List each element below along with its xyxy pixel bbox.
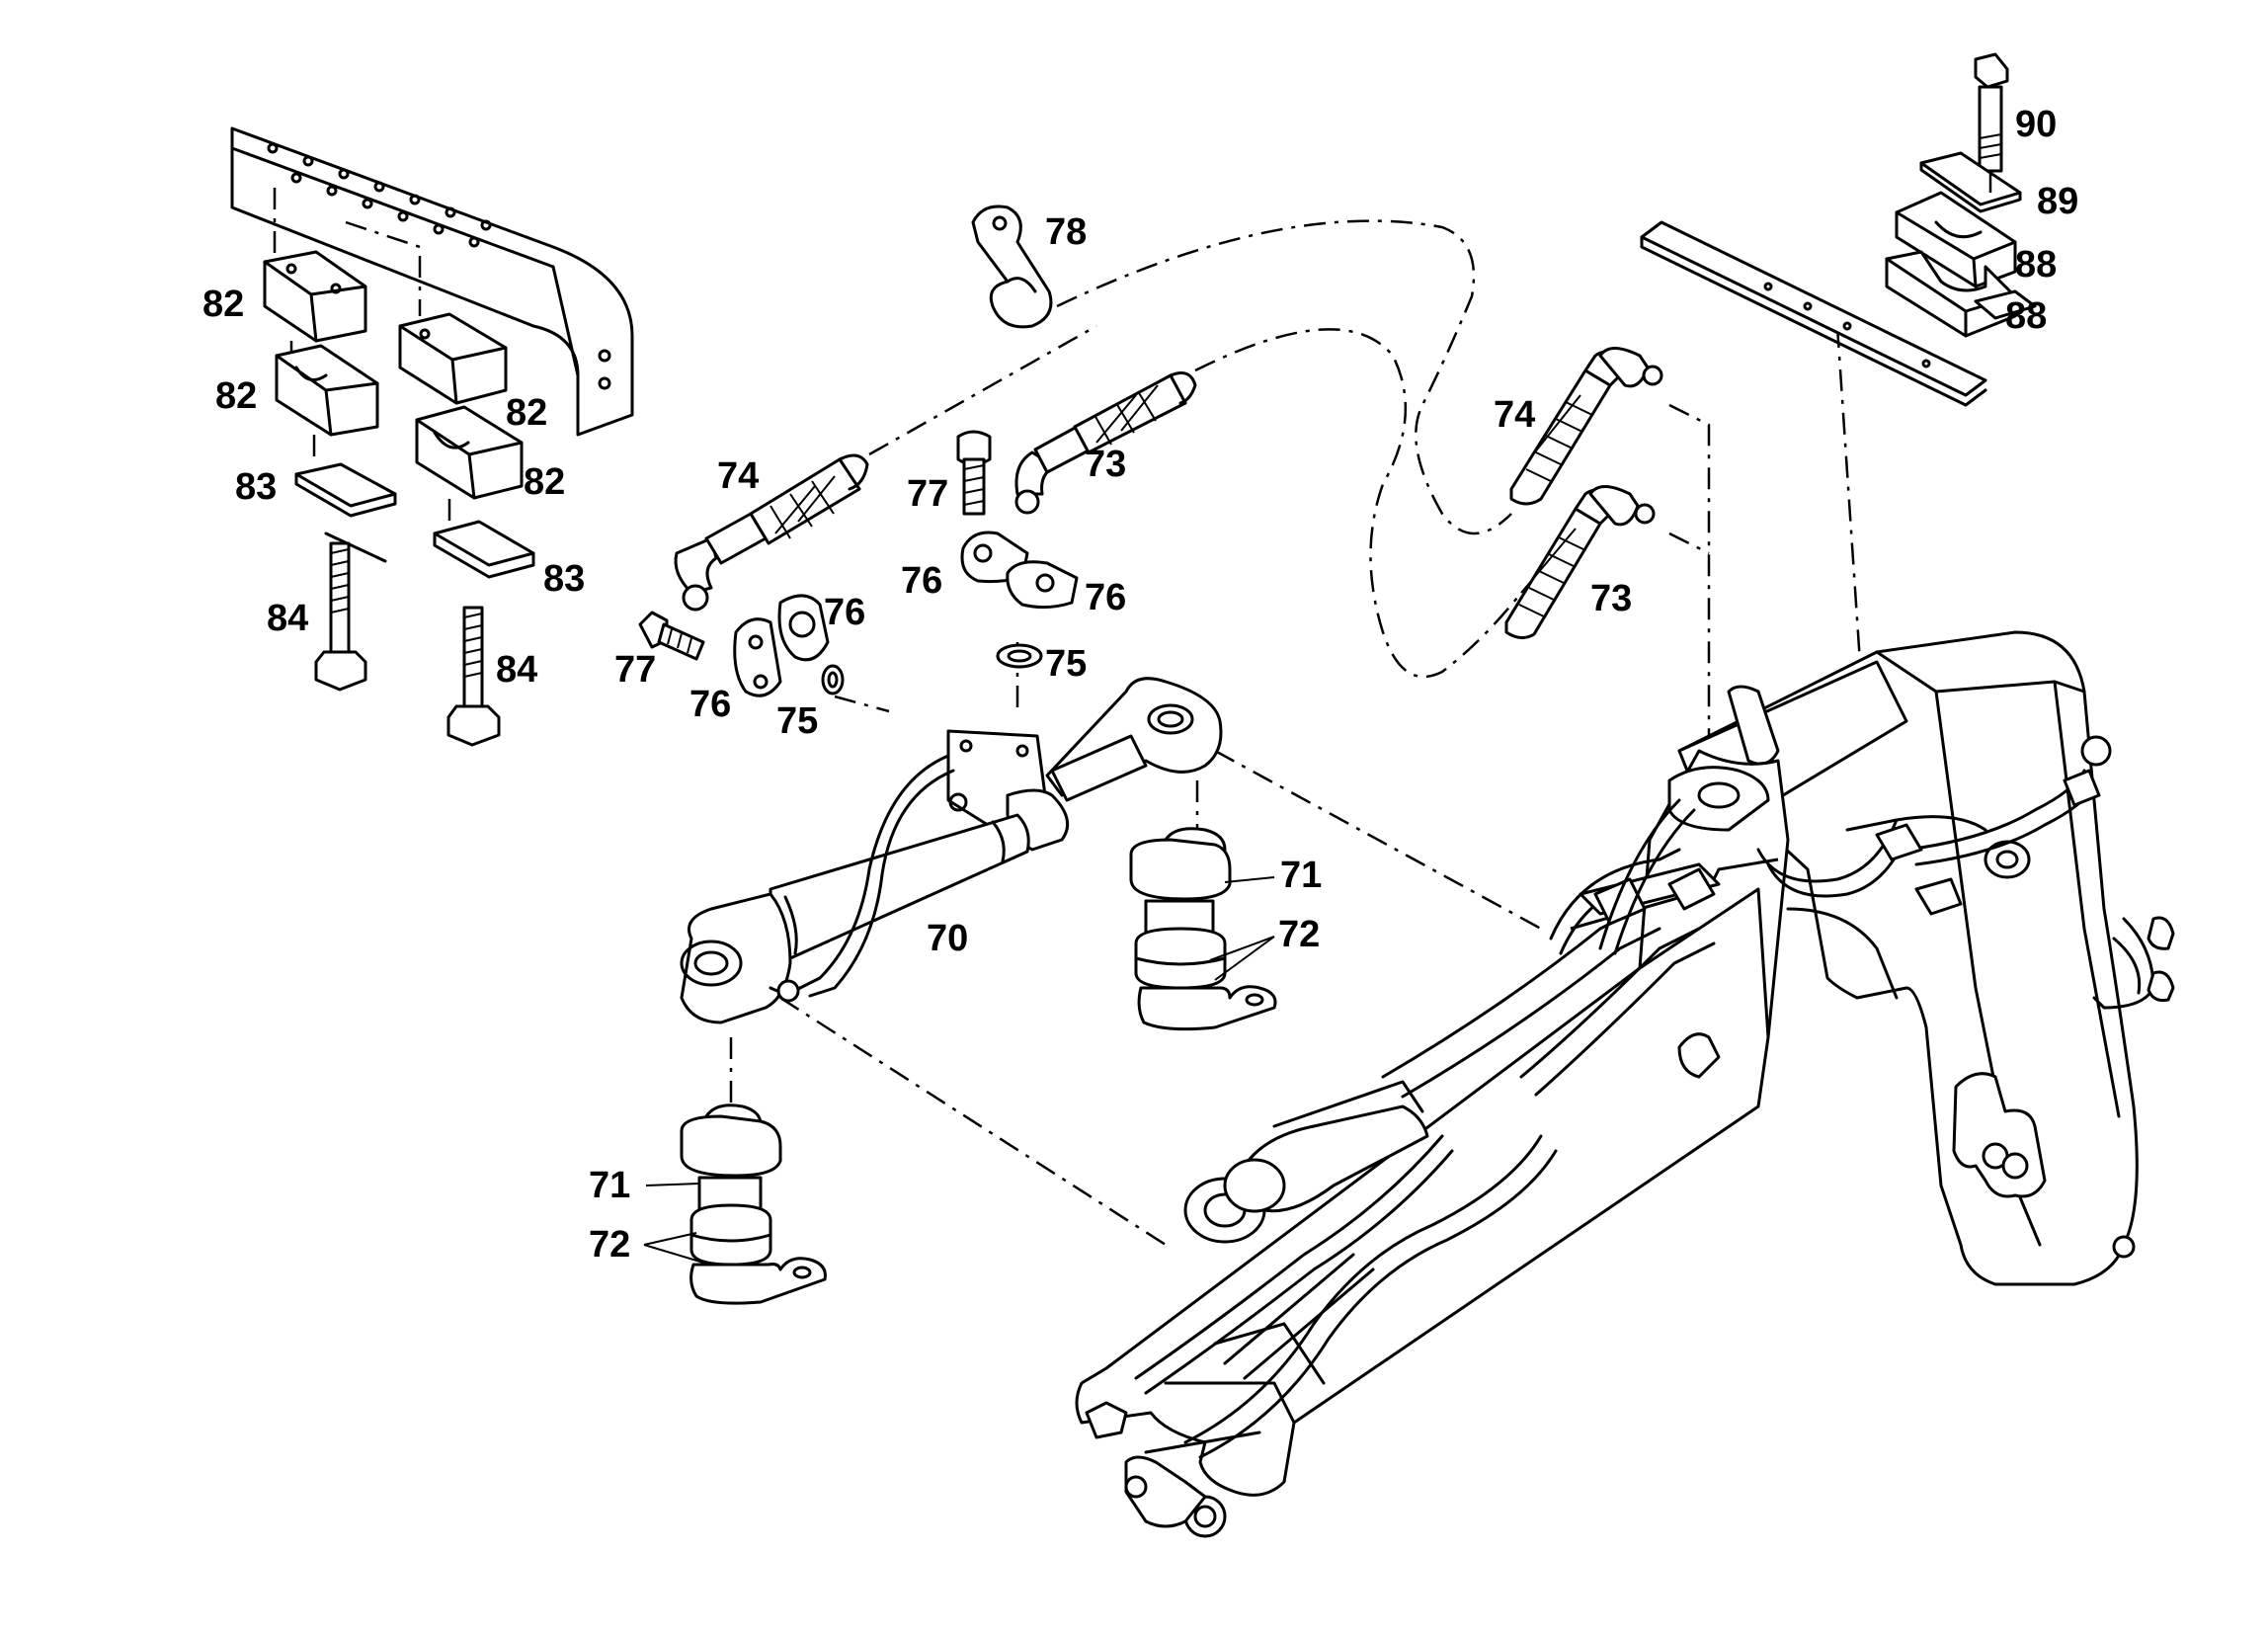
hose-74-left bbox=[674, 453, 869, 612]
callout-76-c: 76 bbox=[824, 592, 865, 633]
pin-bushing-upper bbox=[1129, 827, 1277, 1031]
callout-83-a: 83 bbox=[235, 466, 277, 508]
boom-assembly bbox=[1075, 630, 2175, 1538]
bolt-77-upper bbox=[956, 430, 992, 516]
clamp-set-left bbox=[263, 250, 397, 692]
callout-83-b: 83 bbox=[543, 558, 585, 600]
hose-73-right bbox=[1504, 485, 1656, 639]
leader-lines bbox=[643, 876, 1275, 1264]
callout-82-b: 82 bbox=[215, 375, 257, 417]
pin-bushing-lower bbox=[680, 1104, 827, 1305]
callout-76-d: 76 bbox=[689, 684, 731, 725]
bolt-77-lower bbox=[638, 611, 705, 661]
callout-75-lower: 75 bbox=[776, 700, 818, 742]
callout-74-left: 74 bbox=[717, 455, 759, 497]
callout-75-upper: 75 bbox=[1045, 643, 1087, 685]
callout-82-c: 82 bbox=[506, 392, 547, 434]
callout-71-lower: 71 bbox=[589, 1165, 630, 1206]
callout-73-left: 73 bbox=[1085, 444, 1126, 485]
callout-labels: 90 89 88 88 78 82 82 82 82 83 83 84 84 7… bbox=[202, 104, 2078, 1266]
callout-77-upper: 77 bbox=[907, 473, 948, 515]
callout-76-a: 76 bbox=[901, 560, 942, 602]
hydraulic-cylinder bbox=[680, 677, 1223, 1024]
hose-74-right bbox=[1509, 347, 1663, 506]
callout-77-lower: 77 bbox=[614, 649, 656, 691]
o-rings bbox=[821, 643, 1043, 695]
callout-82-a: 82 bbox=[202, 284, 244, 325]
callout-72-upper: 72 bbox=[1278, 914, 1320, 955]
callout-90: 90 bbox=[2015, 104, 2057, 145]
hose-clip bbox=[971, 204, 1053, 329]
callout-70: 70 bbox=[927, 918, 968, 959]
callout-71-upper: 71 bbox=[1280, 855, 1322, 896]
callout-78: 78 bbox=[1045, 211, 1087, 253]
clamp-set-right-top bbox=[1640, 52, 2037, 407]
split-flanges-lower bbox=[733, 594, 830, 697]
callout-76-b: 76 bbox=[1085, 577, 1126, 618]
callout-72-lower: 72 bbox=[589, 1224, 630, 1266]
clamp-set-right bbox=[398, 312, 535, 747]
callout-84-b: 84 bbox=[496, 649, 537, 691]
support-bracket bbox=[230, 126, 634, 437]
callout-84-a: 84 bbox=[267, 598, 308, 639]
callout-88-upper: 88 bbox=[2015, 244, 2057, 286]
split-flanges-upper bbox=[960, 531, 1079, 610]
callout-82-d: 82 bbox=[524, 461, 565, 503]
hose-73-left bbox=[1014, 371, 1197, 515]
callout-88-lower: 88 bbox=[2005, 295, 2047, 337]
callout-89: 89 bbox=[2037, 181, 2078, 222]
callout-73-right: 73 bbox=[1590, 578, 1632, 619]
callout-74-right: 74 bbox=[1494, 394, 1535, 436]
